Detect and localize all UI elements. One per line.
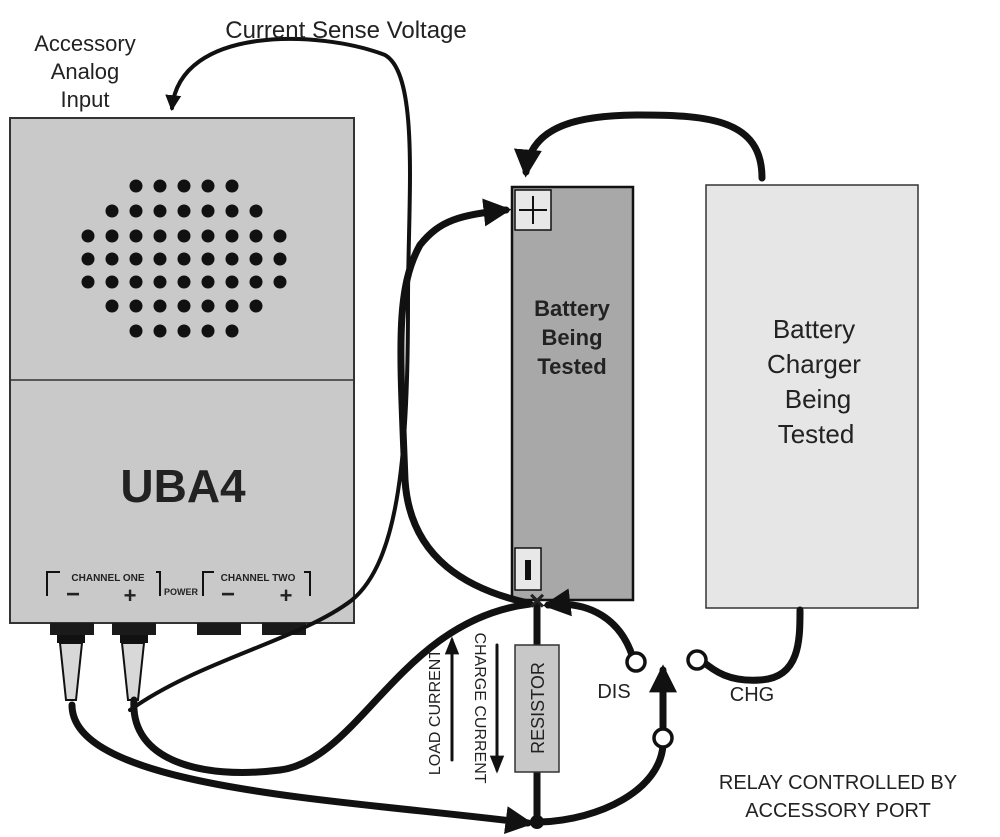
relay-common-contact	[652, 727, 674, 749]
battery-label-line2: Being	[541, 325, 602, 350]
accessory-input-line2: Analog	[51, 59, 120, 84]
power-label: POWER	[164, 587, 199, 597]
charger-label-line4: Tested	[778, 419, 855, 449]
dis-contact	[625, 651, 647, 673]
channel-one-label-bg	[60, 571, 156, 583]
charger-label-line2: Charger	[767, 349, 861, 379]
device-name: UBA4	[120, 460, 246, 512]
chg-contact	[686, 649, 708, 671]
current-sense-label: Current Sense Voltage	[225, 17, 467, 44]
chg-label: CHG	[730, 684, 774, 706]
plug-plus-collar	[120, 635, 148, 643]
relay-arm-wire	[536, 741, 667, 826]
bottom-node-dot	[530, 815, 544, 829]
charger-body	[705, 184, 919, 609]
dis-label: DIS	[597, 681, 630, 703]
resistor: RESISTOR	[514, 644, 560, 773]
wires	[68, 36, 804, 835]
battery-plus-wire	[397, 198, 532, 607]
charger-label-line3: Being	[785, 384, 852, 414]
plug-minus	[58, 642, 84, 701]
ch1-plus-port	[112, 623, 156, 635]
banana-plugs	[57, 635, 148, 701]
channel-two-label: CHANNEL TWO	[221, 573, 296, 584]
speaker-grille-icon	[81, 179, 287, 338]
accessory-input-line3: Input	[61, 87, 110, 112]
current-sense-wire	[128, 36, 412, 712]
relay-label-line1: RELAY CONTROLLED BY	[719, 772, 957, 794]
charger-plus-wire	[513, 111, 766, 182]
relay-label-line2: ACCESSORY PORT	[745, 800, 931, 822]
battery-label-line3: Tested	[537, 354, 606, 379]
plug-plus	[120, 642, 146, 701]
battery-label-line1: Battery	[534, 296, 611, 321]
ch2-plus-sign: +	[280, 583, 293, 608]
ch1-plus-sign: +	[124, 583, 137, 608]
battery-charger: Battery Charger Being Tested	[705, 184, 919, 609]
uba4-unit: UBA4 CHANNEL ONE CHANNEL TWO POWER − + −…	[9, 117, 355, 635]
ch1-minus-port	[50, 623, 94, 635]
battery-junction-cross: ×	[529, 585, 545, 616]
dis-contact-wire	[542, 588, 636, 659]
channel-two-label-bg	[214, 571, 304, 583]
charger-label-line1: Battery	[773, 314, 855, 344]
chg-contact-wire	[697, 606, 804, 684]
resistor-label: RESISTOR	[528, 662, 548, 754]
load-current-label: LOAD CURRENT	[427, 649, 444, 775]
ch1-minus-sign: −	[66, 581, 80, 608]
ch2-minus-sign: −	[221, 581, 235, 608]
ch2-minus-port	[197, 623, 241, 635]
minus-terminal-bar	[525, 560, 531, 580]
ch1-minus-wire	[68, 701, 534, 835]
ch1-plus-wire	[130, 600, 534, 776]
accessory-input-line1: Accessory	[34, 31, 135, 56]
battery-body	[510, 185, 635, 602]
channel-one-label: CHANNEL ONE	[71, 573, 144, 584]
charge-current-label: CHARGE CURRENT	[471, 632, 488, 783]
battery-under-test: Battery Being Tested	[510, 185, 635, 602]
uba4-body	[9, 117, 355, 624]
plug-minus-collar	[57, 635, 85, 643]
resistor-body	[514, 644, 560, 773]
